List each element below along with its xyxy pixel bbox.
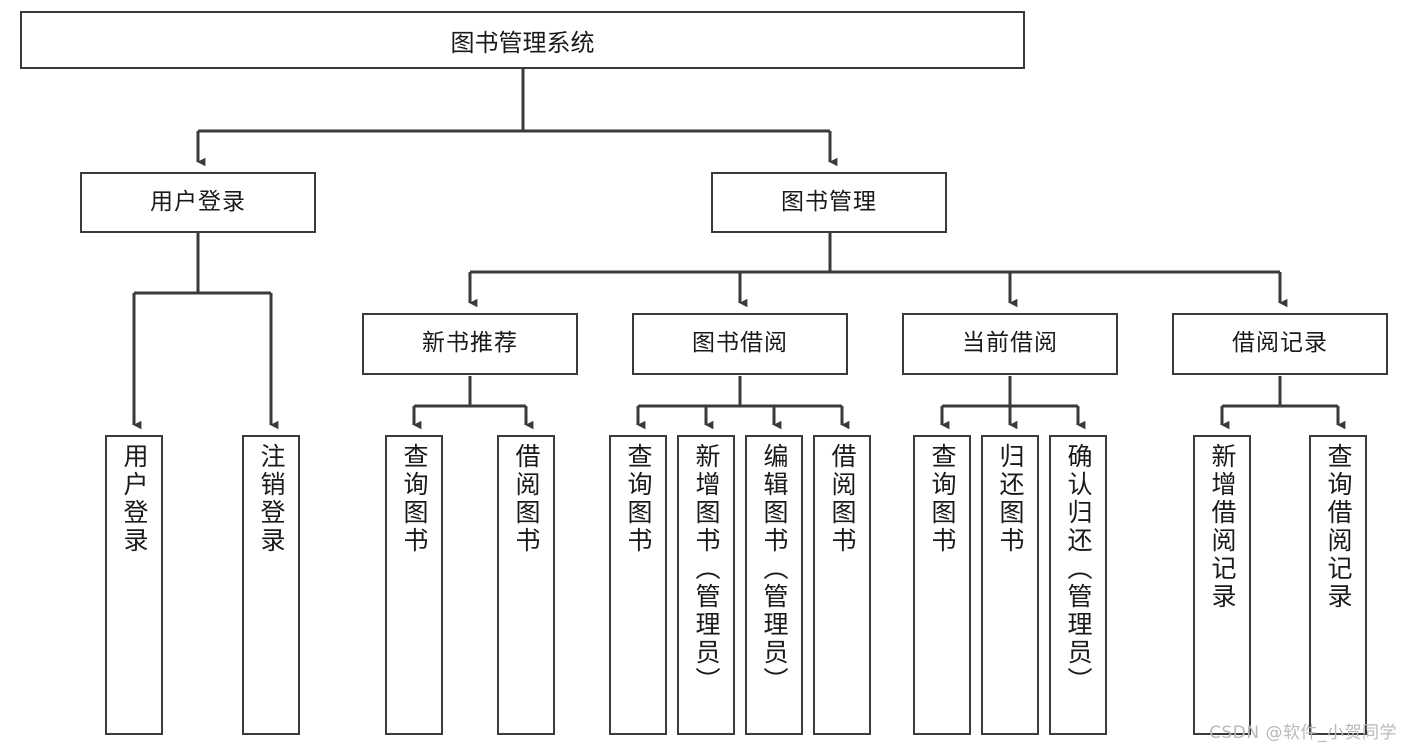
leaf-new-book-borrow-book[interactable]: 借阅图书 xyxy=(497,435,555,735)
leaf-current-borrow-query-book[interactable]: 查询图书 xyxy=(913,435,971,735)
leaf-book-borrow-borrow-book[interactable]: 借阅图书 xyxy=(813,435,871,735)
leaf-label: 用户登录 xyxy=(120,443,149,555)
node-book-management[interactable]: 图书管理 xyxy=(711,172,947,233)
node-root-label: 图书管理系统 xyxy=(450,28,595,57)
leaf-label: 查询图书 xyxy=(400,443,429,555)
leaf-label: 查询图书 xyxy=(928,443,957,555)
leaf-label: 新增图书（管理员） xyxy=(692,443,721,695)
leaf-book-borrow-edit-book[interactable]: 编辑图书（管理员） xyxy=(745,435,803,735)
leaf-label: 借阅图书 xyxy=(512,443,541,555)
leaf-book-borrow-query-book[interactable]: 查询图书 xyxy=(609,435,667,735)
node-new-book-recommend[interactable]: 新书推荐 xyxy=(362,313,578,375)
leaf-current-borrow-confirm-return[interactable]: 确认归还（管理员） xyxy=(1049,435,1107,735)
node-user-login-label: 用户登录 xyxy=(150,188,246,215)
leaf-user-login-login[interactable]: 用户登录 xyxy=(105,435,163,735)
leaf-user-login-logout[interactable]: 注销登录 xyxy=(242,435,300,735)
node-current-borrow[interactable]: 当前借阅 xyxy=(902,313,1118,375)
node-root-system[interactable]: 图书管理系统 xyxy=(20,11,1025,69)
node-book-management-label: 图书管理 xyxy=(781,188,877,215)
node-new-book-recommend-label: 新书推荐 xyxy=(422,330,518,357)
leaf-label: 确认归还（管理员） xyxy=(1064,443,1093,695)
node-user-login[interactable]: 用户登录 xyxy=(80,172,316,233)
leaf-current-borrow-return-book[interactable]: 归还图书 xyxy=(981,435,1039,735)
node-book-borrow[interactable]: 图书借阅 xyxy=(632,313,848,375)
leaf-borrow-record-query-record[interactable]: 查询借阅记录 xyxy=(1309,435,1367,735)
leaf-label: 注销登录 xyxy=(257,443,286,555)
leaf-label: 归还图书 xyxy=(996,443,1025,555)
leaf-label: 借阅图书 xyxy=(828,443,857,555)
csdn-watermark: CSDN @软件_小贺同学 xyxy=(1209,723,1397,743)
leaf-new-book-query-book[interactable]: 查询图书 xyxy=(385,435,443,735)
leaf-label: 查询借阅记录 xyxy=(1324,443,1353,611)
node-book-borrow-label: 图书借阅 xyxy=(692,330,788,357)
leaf-book-borrow-add-book[interactable]: 新增图书（管理员） xyxy=(677,435,735,735)
leaf-label: 查询图书 xyxy=(624,443,653,555)
node-borrow-record-label: 借阅记录 xyxy=(1232,330,1328,357)
leaf-label: 新增借阅记录 xyxy=(1208,443,1237,611)
leaf-label: 编辑图书（管理员） xyxy=(760,443,789,695)
node-borrow-record[interactable]: 借阅记录 xyxy=(1172,313,1388,375)
node-current-borrow-label: 当前借阅 xyxy=(962,330,1058,357)
leaf-borrow-record-add-record[interactable]: 新增借阅记录 xyxy=(1193,435,1251,735)
